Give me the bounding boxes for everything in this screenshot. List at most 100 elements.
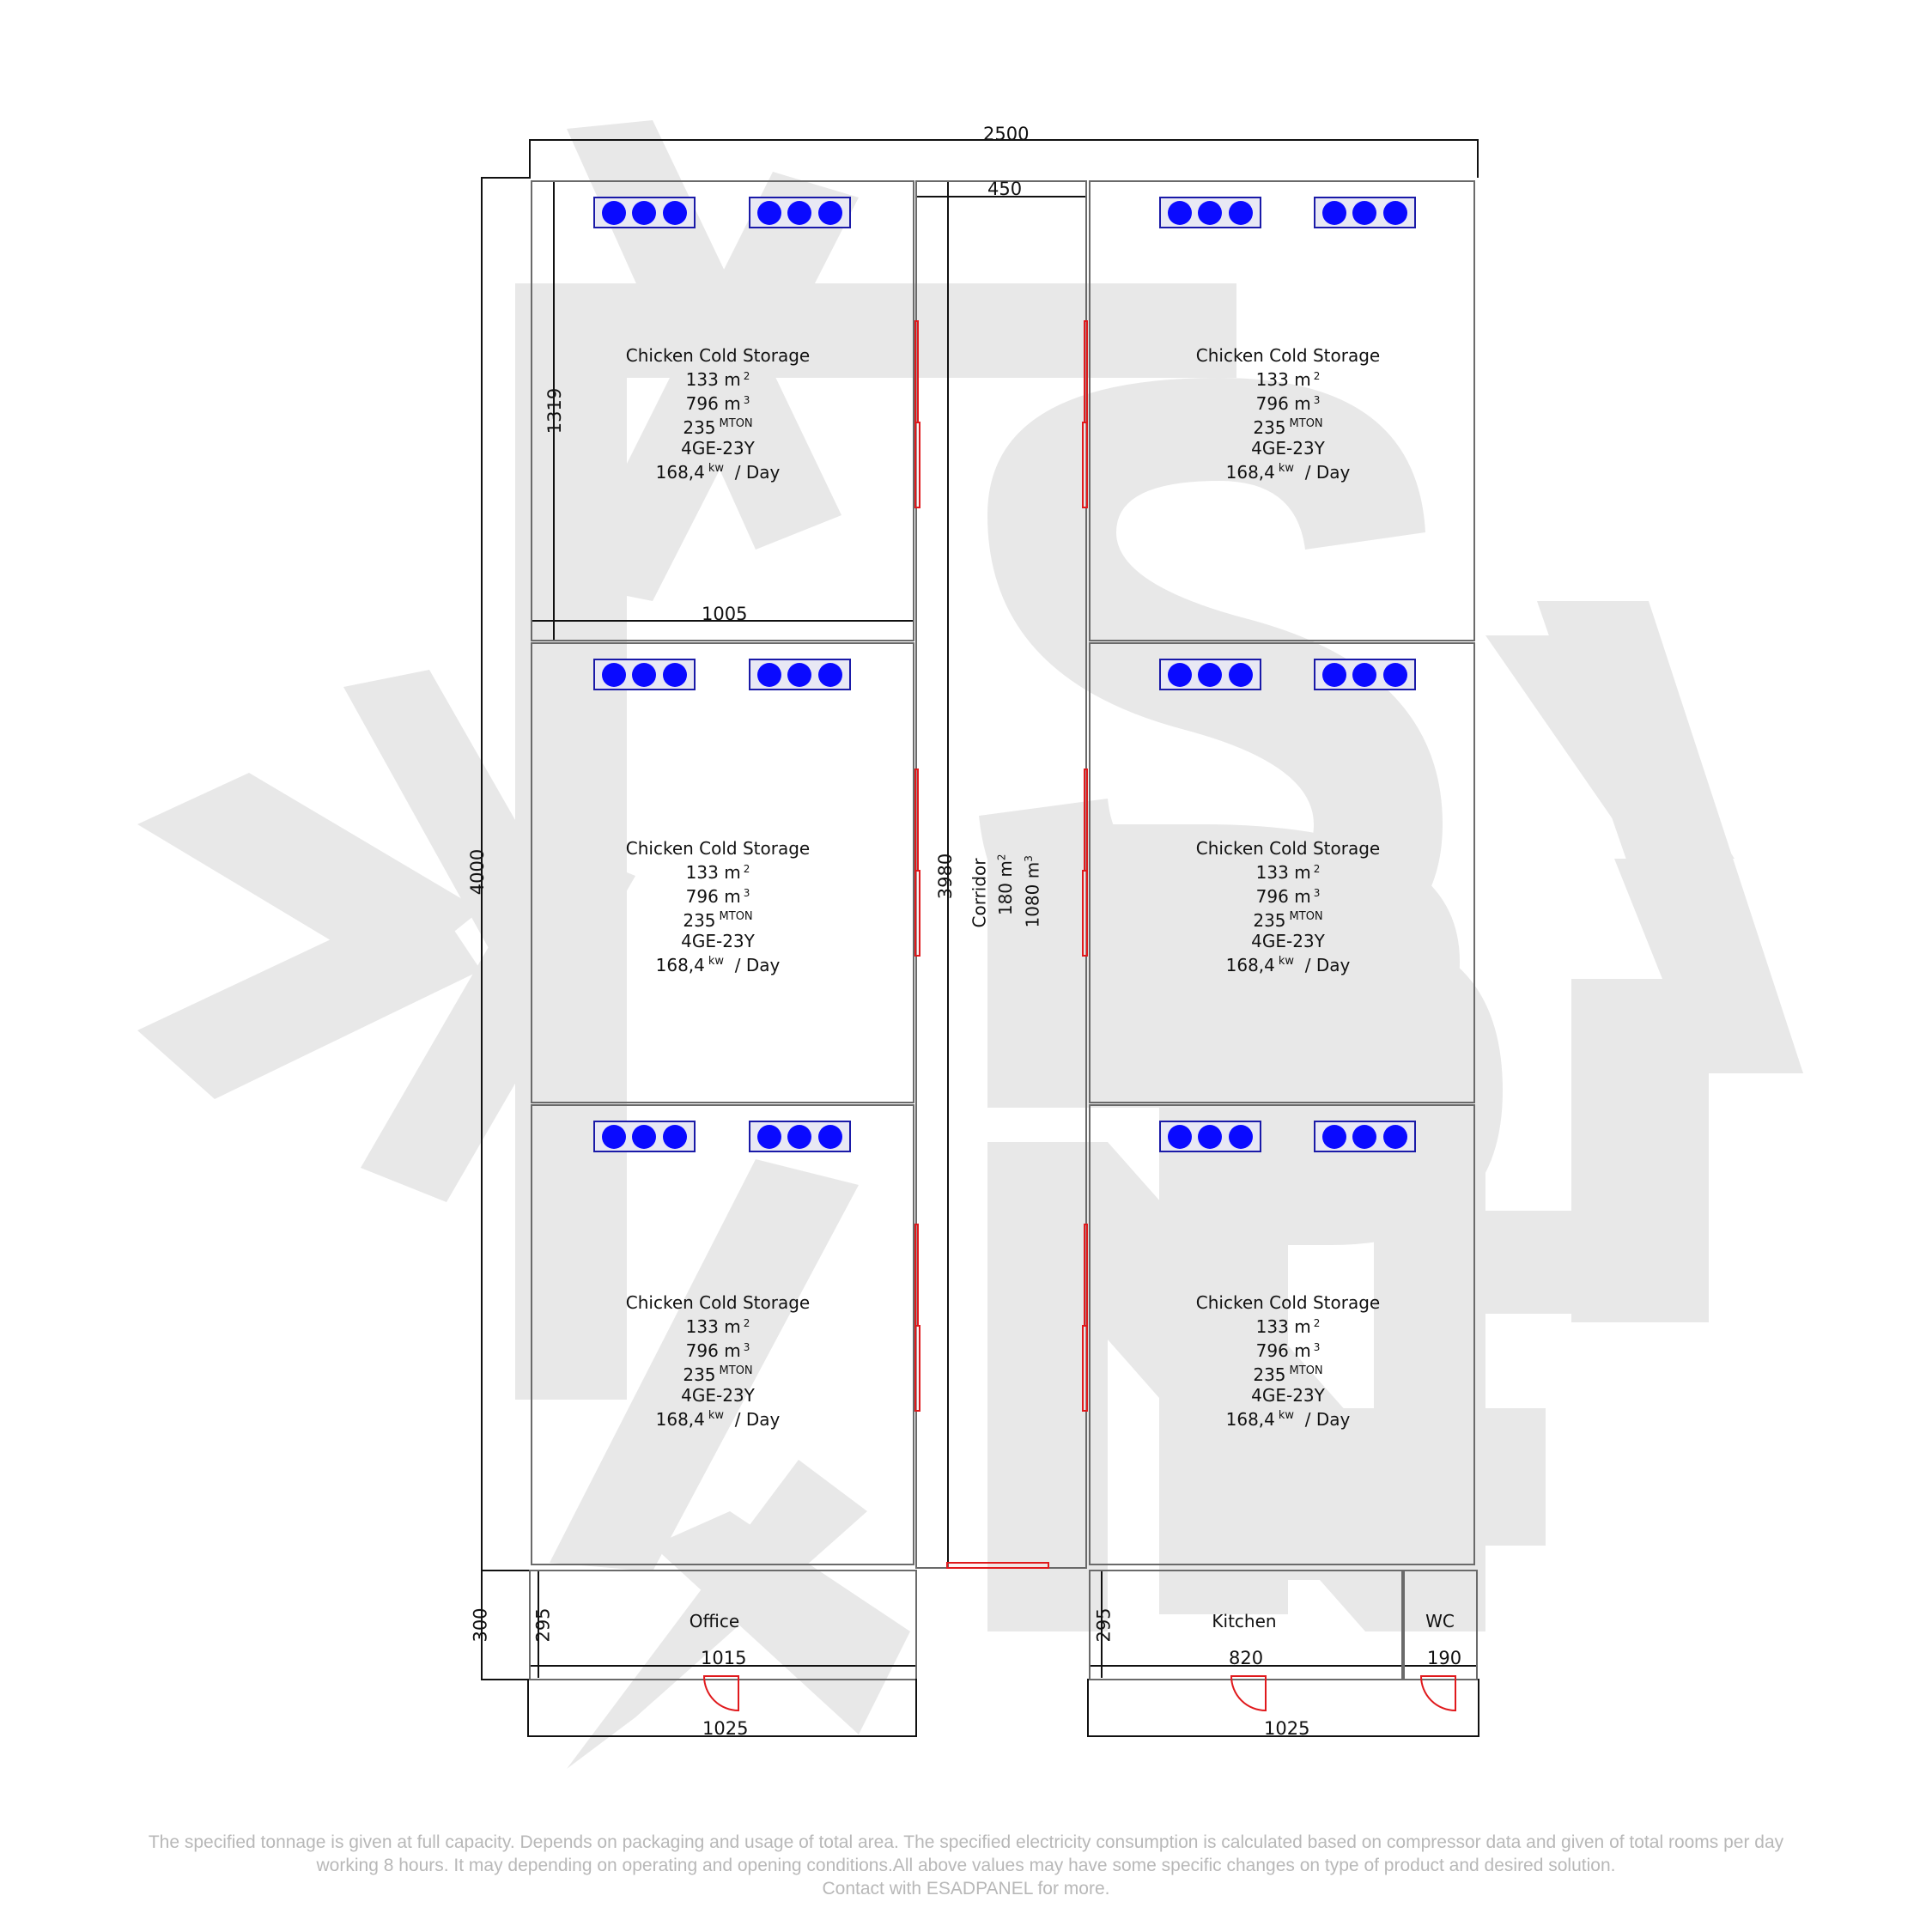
wc-door-swing-icon[interactable] xyxy=(1419,1674,1457,1712)
fan-icon xyxy=(632,662,657,687)
evaporator-unit-right-2b xyxy=(1314,659,1416,690)
office-door-swing-icon[interactable] xyxy=(702,1674,740,1712)
fan-icon xyxy=(601,200,626,225)
disclaimer-footer: The specified tonnage is given at full c… xyxy=(0,1831,1932,1900)
cold-room-right-3[interactable] xyxy=(1089,1104,1475,1565)
evaporator-unit-right-3a xyxy=(1159,1121,1261,1152)
area-value: 133 m xyxy=(1255,369,1311,390)
capacity-value: 235 xyxy=(1253,910,1286,931)
room-compressor: 4GE-23Y xyxy=(681,931,755,951)
volume-sup: 3 xyxy=(1313,394,1321,406)
fan-icon xyxy=(818,1124,843,1149)
room-title: Chicken Cold Storage xyxy=(1195,838,1381,859)
corridor-width-dim-label: 450 xyxy=(987,179,1023,199)
cold-room-left-3[interactable] xyxy=(531,1104,914,1565)
volume-sup: 3 xyxy=(743,1341,750,1353)
bottom-right-dimension-box xyxy=(1087,1679,1479,1737)
annex-depth-tick-top xyxy=(481,1570,531,1571)
corridor-length-dim-label: 3980 xyxy=(935,853,957,900)
area-sup: 2 xyxy=(1313,863,1321,875)
sliding-door-right-2b[interactable] xyxy=(1082,870,1088,957)
annex-depth-tick-bottom xyxy=(481,1679,531,1680)
fan-icon xyxy=(663,200,688,225)
sliding-door-right-2a[interactable] xyxy=(1084,769,1088,872)
evaporator-unit-left-2b xyxy=(749,659,851,690)
area-value: 133 m xyxy=(685,862,741,883)
cold-room-right-1[interactable] xyxy=(1089,180,1475,641)
corridor-length-dimension-line xyxy=(947,182,949,1567)
fan-icon xyxy=(1229,662,1254,687)
fan-icon xyxy=(663,662,688,687)
power-value: 168,4 xyxy=(1225,462,1275,483)
cold-room-right-2[interactable] xyxy=(1089,642,1475,1103)
bottom-right-dim-label: 1025 xyxy=(1264,1718,1310,1739)
fan-icon xyxy=(756,662,781,687)
room-title: Chicken Cold Storage xyxy=(1195,345,1381,366)
annex-depth-dim-label: 300 xyxy=(470,1607,491,1643)
annex-depth-dimension-line xyxy=(481,1570,483,1680)
cold-room-left-1[interactable] xyxy=(531,180,914,641)
wc-label: WC xyxy=(1425,1611,1455,1631)
sliding-door-left-1b[interactable] xyxy=(914,422,920,508)
power-period: / Day xyxy=(734,955,781,975)
fan-icon xyxy=(1352,1124,1377,1149)
disclaimer-line-1: The specified tonnage is given at full c… xyxy=(148,1832,1784,1852)
fan-icon xyxy=(787,662,812,687)
wc-room[interactable] xyxy=(1403,1570,1478,1680)
bottom-left-dim-label: 1025 xyxy=(702,1718,749,1739)
fan-icon xyxy=(1352,662,1377,687)
sliding-door-right-1a[interactable] xyxy=(1084,320,1088,423)
sliding-door-left-2a[interactable] xyxy=(914,769,919,872)
fan-icon xyxy=(818,200,843,225)
sliding-door-left-1a[interactable] xyxy=(914,320,919,423)
power-unit: kw xyxy=(1278,1409,1295,1422)
power-value: 168,4 xyxy=(1225,1409,1275,1430)
fan-icon xyxy=(1383,1124,1408,1149)
fan-icon xyxy=(818,662,843,687)
sliding-door-left-2b[interactable] xyxy=(914,870,920,957)
sliding-door-left-3b[interactable] xyxy=(914,1325,920,1412)
area-sup: 2 xyxy=(743,370,750,382)
evaporator-unit-left-1b xyxy=(749,197,851,228)
disclaimer-line-2: working 8 hours. It may depending on ope… xyxy=(316,1856,1616,1875)
room-depth-dimension-line xyxy=(553,182,555,640)
kitchen-door-swing-icon[interactable] xyxy=(1230,1674,1267,1712)
room-compressor: 4GE-23Y xyxy=(681,1385,755,1406)
capacity-unit: MTON xyxy=(719,1364,753,1377)
sliding-door-left-3a[interactable] xyxy=(914,1224,919,1327)
area-sup: 2 xyxy=(743,863,750,875)
corridor-end-door[interactable] xyxy=(946,1562,1049,1569)
power-unit: kw xyxy=(708,1409,725,1422)
office-room[interactable] xyxy=(529,1570,917,1680)
room-title: Chicken Cold Storage xyxy=(1195,1292,1381,1313)
power-unit: kw xyxy=(1278,462,1295,475)
sliding-door-right-3a[interactable] xyxy=(1084,1224,1088,1327)
cold-room-left-2[interactable] xyxy=(531,642,914,1103)
bottom-left-dimension-box xyxy=(527,1679,917,1737)
capacity-value: 235 xyxy=(1253,417,1286,438)
corridor-label: Corridor xyxy=(969,858,990,928)
power-period: / Day xyxy=(1304,462,1351,483)
sliding-door-right-3b[interactable] xyxy=(1082,1325,1088,1412)
power-value: 168,4 xyxy=(1225,955,1275,975)
kitchen-room[interactable] xyxy=(1089,1570,1403,1680)
fan-icon xyxy=(601,1124,626,1149)
capacity-unit: MTON xyxy=(719,910,753,923)
evaporator-unit-right-2a xyxy=(1159,659,1261,690)
corridor-area-sup: 2 xyxy=(995,854,1008,861)
dimension-tick-top xyxy=(481,177,531,179)
area-sup: 2 xyxy=(1313,1317,1321,1329)
power-unit: kw xyxy=(708,462,725,475)
sliding-door-right-1b[interactable] xyxy=(1082,422,1088,508)
volume-sup: 3 xyxy=(1313,1341,1321,1353)
